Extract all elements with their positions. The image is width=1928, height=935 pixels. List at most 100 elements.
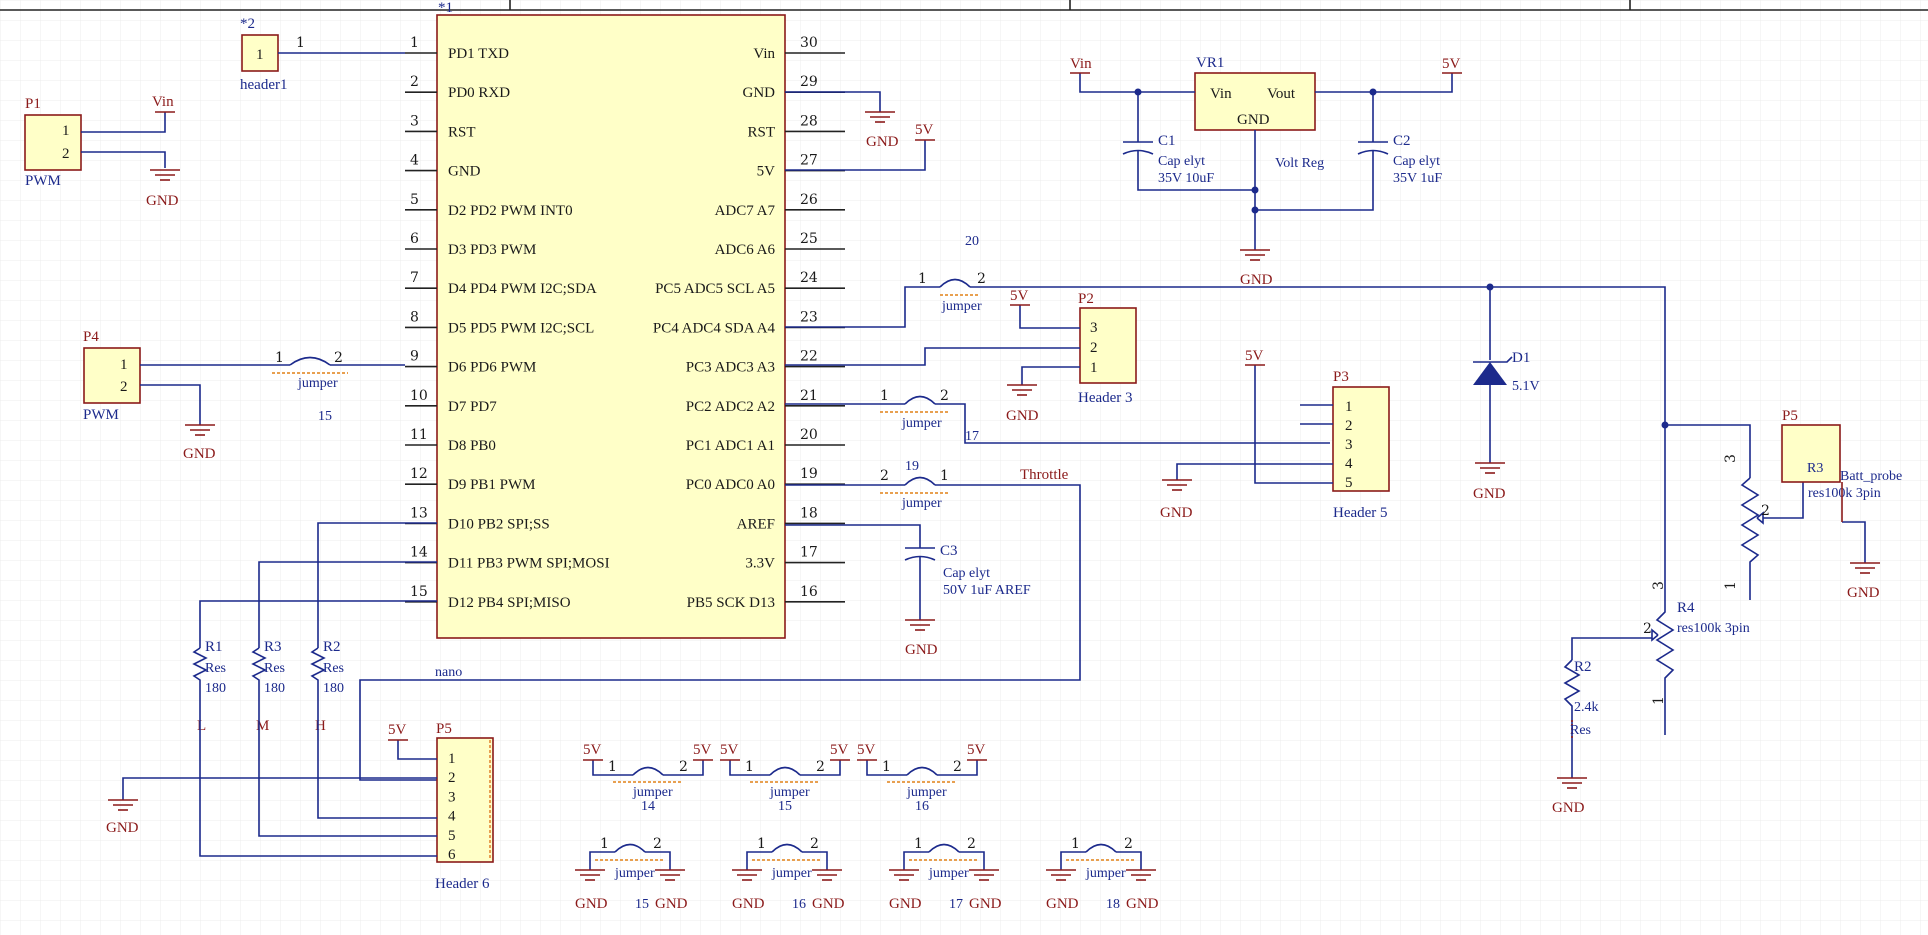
c2-designator: C2 — [1393, 133, 1411, 149]
vr1-gnd-pin: GND — [1237, 112, 1270, 128]
title-block — [0, 0, 1928, 11]
capacitor-c1[interactable]: C1 Cap elyt 35V 10uF — [1122, 92, 1255, 191]
jumper19-p2: 1 — [940, 468, 949, 484]
c1-designator: C1 — [1158, 133, 1176, 149]
resistor-symbol[interactable] — [310, 647, 326, 700]
connector-p4[interactable]: P4 1 2 PWM GND — [83, 329, 290, 462]
nano-pin-label: D8 PB0 — [448, 438, 496, 454]
jumper9-name: jumper — [297, 376, 338, 391]
r4-pot-pin2: 2 — [1643, 621, 1652, 637]
jumper-p2: 2 — [816, 759, 825, 775]
p5-left-gnd: GND — [106, 820, 139, 836]
jumper-name: jumper — [769, 785, 810, 800]
ground-symbol — [1162, 479, 1192, 491]
nano-pin-number: 14 — [410, 545, 428, 561]
jumper-num: 17 — [949, 897, 963, 912]
p5-left-pin: 1 — [448, 751, 456, 767]
jumper17-p1: 1 — [880, 388, 889, 404]
jumper-17[interactable]: 1 2 jumper 17 — [785, 388, 1330, 444]
nano-designator: *1 — [438, 0, 453, 16]
jumper-p2: 2 — [967, 836, 976, 852]
p3-pin-5: 5 — [1345, 475, 1353, 491]
p3-pin-3: 3 — [1345, 437, 1353, 453]
r2-right-value: 2.4k — [1574, 700, 1599, 715]
jumper-p2: 2 — [953, 759, 962, 775]
jumper9-num: 15 — [318, 409, 332, 424]
resistor-designator: R2 — [323, 639, 341, 655]
jumper-19[interactable]: 2 1 19 jumper Throttle — [359, 459, 1081, 781]
connector-p2[interactable]: P2 3 2 1 Header 3 5V GND — [785, 288, 1137, 424]
p2-gnd: GND — [1006, 408, 1039, 424]
r3-pot-pin3: 3 — [1723, 454, 1739, 463]
nano-pin-label: D3 PD3 PWM — [448, 242, 536, 258]
nano-pin-label: PD0 RXD — [448, 85, 510, 101]
voltage-regulator-vr1[interactable]: VR1 Vin Vout GND Volt Reg Vin 5V GND — [1070, 55, 1462, 288]
nano-pin-label: RST — [448, 124, 476, 140]
jumper-pin9[interactable]: 1 2 jumper 15 — [272, 350, 405, 424]
header1[interactable]: *2 1 header1 1 — [240, 16, 405, 93]
nano-pin-number: 3 — [410, 113, 419, 129]
resistor-symbol[interactable] — [192, 647, 208, 700]
p2-pin-2: 2 — [1090, 340, 1098, 356]
p5-batt-gnd: GND — [1847, 585, 1880, 601]
jumper-p2: 2 — [653, 836, 662, 852]
nano-pin-label: 3.3V — [745, 556, 775, 572]
nano-pin-number: 30 — [800, 35, 818, 51]
nano-pin-label: PC4 ADC4 SDA A4 — [653, 320, 776, 336]
resistor-symbol[interactable] — [251, 647, 267, 700]
jumper-20[interactable]: 20 1 2 jumper — [785, 234, 1490, 328]
capacitor-c3[interactable]: C3 Cap elyt 50V 1uF AREF GND — [785, 524, 1031, 658]
p5-left-pin: 2 — [448, 770, 456, 786]
jumper-p2: 2 — [810, 836, 819, 852]
jumper-p1: 1 — [882, 759, 891, 775]
nano-name: nano — [435, 665, 462, 680]
p4-pin-2: 2 — [120, 379, 128, 395]
p5-left-pin: 4 — [448, 809, 456, 825]
connector-p1[interactable]: P1 1 2 PWM Vin GND — [24, 94, 180, 209]
c1-value: 35V 10uF — [1158, 171, 1214, 186]
zener-d1[interactable]: D1 5.1V GND — [1473, 283, 1540, 503]
c3-type: Cap elyt — [943, 566, 990, 581]
connector-p3[interactable]: P3 1 2 3 4 5 Header 5 5V GND — [1160, 348, 1390, 521]
capacitor-c2[interactable]: C2 Cap elyt 35V 1uF — [1255, 92, 1442, 211]
nano-pin-number: 25 — [800, 231, 818, 247]
nano-pin-label: PC2 ADC2 A2 — [686, 399, 775, 415]
jumper-name: jumper — [614, 866, 655, 881]
ground-symbol — [150, 169, 180, 181]
jumper-left-port: 5V — [583, 742, 602, 758]
jumper17-name: jumper — [901, 416, 942, 431]
nano-pin-number: 23 — [800, 309, 818, 325]
nano-pin-number: 27 — [800, 153, 818, 169]
r2-right-designator: R2 — [1574, 659, 1592, 675]
p3-pin-4: 4 — [1345, 456, 1353, 472]
jumper-p1: 1 — [608, 759, 617, 775]
jumper-right-port: GND — [969, 896, 1002, 912]
c3-value: 50V 1uF AREF — [943, 583, 1031, 598]
r2-right-gnd: GND — [1552, 800, 1585, 816]
vr1-vin-pin: Vin — [1210, 86, 1232, 102]
nano-pin-label: PB5 SCK D13 — [687, 595, 775, 611]
p1-pin-2: 2 — [62, 146, 70, 162]
d1-gnd: GND — [1473, 486, 1506, 502]
nano-pin-number: 19 — [800, 466, 818, 482]
jumper20-num: 20 — [965, 234, 979, 249]
p4-gnd: GND — [183, 446, 216, 462]
nano-pin-number: 9 — [410, 349, 419, 365]
r3-pot-designator: R3 — [1807, 461, 1823, 476]
resistor-r2-right[interactable]: R2 2.4k Res GND — [1552, 659, 1599, 816]
battery-divider[interactable]: 3 1 2 P5 R3 Batt_probe res100k 3pin GND … — [1490, 286, 1902, 735]
nano-pin-label: PC0 ADC0 A0 — [686, 477, 775, 493]
